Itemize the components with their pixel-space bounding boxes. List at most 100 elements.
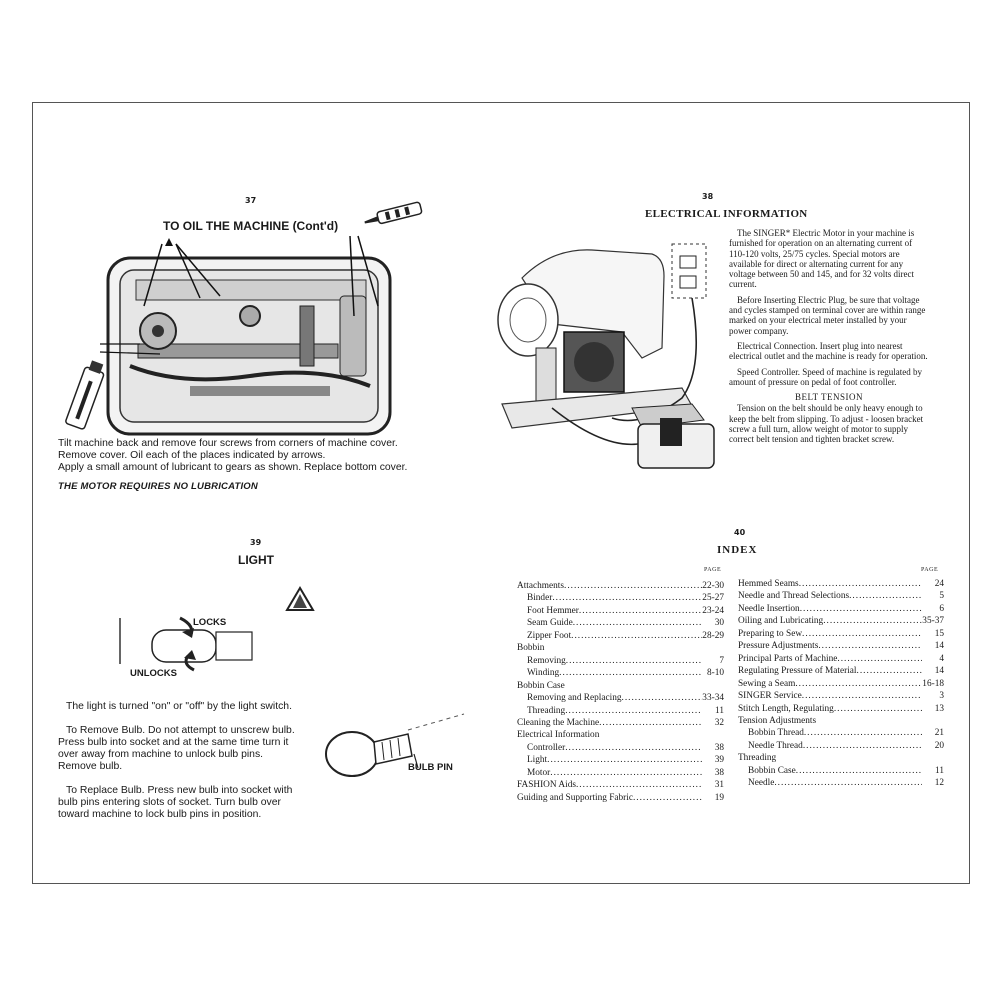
instructions-text: Tilt machine back and remove four screws…: [58, 438, 468, 474]
page-title: ELECTRICAL INFORMATION: [645, 208, 808, 220]
index-entry-text: Bobbin Case: [748, 765, 796, 776]
index-leader-dots: [818, 640, 922, 652]
index-entry-page: 31: [714, 780, 724, 791]
unlocks-label: UNLOCKS: [130, 668, 177, 679]
index-entry-text: Threading: [738, 753, 777, 764]
page-number: 38: [702, 192, 714, 201]
index-entry-text: Stitch Length, Regulating: [738, 703, 834, 714]
index-entry-text: Threading: [527, 705, 566, 716]
instruction-line: Apply a small amount of lubricant to gea…: [58, 462, 408, 473]
index-entry-text: Bobbin Thread: [748, 728, 804, 739]
bulb-socket-illustration: [119, 616, 253, 672]
index-entry: SINGER Service 3: [738, 690, 944, 702]
index-entry-page: 13: [934, 703, 944, 714]
page-number: 40: [734, 528, 746, 537]
index-entry-text: Zipper Foot: [527, 630, 572, 641]
index-entry-text: FASHION Aids: [517, 780, 576, 791]
index-entry-text: Controller: [527, 742, 566, 753]
index-leader-dots: [795, 678, 922, 690]
index-entry-text: Light: [527, 755, 548, 766]
index-entry-page: 4: [939, 653, 944, 664]
index-entry-text: Attachments: [517, 581, 564, 591]
index-entry-page: 12: [934, 778, 944, 789]
index-entry-text: Seam Guide: [527, 618, 573, 629]
index-leader-dots: [803, 740, 922, 752]
index-entry-page: 20: [934, 740, 944, 751]
controller-paragraph: Speed Controller. Speed of machine is re…: [729, 366, 922, 387]
index-entry-text: Oiling and Lubricating: [738, 616, 824, 627]
page-title: LIGHT: [238, 553, 274, 567]
electrical-text: The SINGER* Electric Motor in your machi…: [729, 228, 929, 445]
index-leader-dots: [566, 655, 702, 667]
index-entry-page: 6: [939, 603, 944, 614]
index-entry: Winding8-10: [527, 667, 724, 679]
index-entry: Electrical Information: [517, 729, 724, 741]
bulb-pin-label: BULB PIN: [408, 762, 453, 773]
index-entry: Cleaning the Machine32: [517, 717, 724, 729]
index-leader-dots: [571, 630, 702, 642]
instruction-line: Remove cover. Oil each of the places ind…: [58, 450, 326, 461]
index-leader-dots: [823, 615, 922, 627]
index-entry-page: 11: [935, 765, 944, 776]
index-entry: Needle 12: [748, 777, 944, 789]
index-entry-text: Needle Insertion: [738, 603, 800, 614]
index-entry-text: Electrical Information: [517, 730, 600, 741]
index-entry: Oiling and Lubricating 35-37: [738, 615, 944, 627]
index-entry-text: Foot Hemmer: [527, 605, 579, 616]
plug-paragraph: Before Inserting Electric Plug, be sure …: [729, 294, 926, 336]
index-entry: FASHION Aids 31: [517, 779, 724, 791]
index-leader-dots: [565, 705, 702, 717]
index-entry-text: Bobbin Case: [517, 680, 565, 691]
index-entry-text: Needle Thread: [748, 740, 803, 751]
index-entry-page: 38: [714, 742, 724, 753]
index-entry-page: 35-37: [922, 616, 944, 627]
index-leader-dots: [802, 690, 922, 702]
index-entry-page: 22-30: [702, 581, 724, 591]
motor-note: THE MOTOR REQUIRES NO LUBRICATION: [58, 481, 258, 492]
index-entry: Zipper Foot28-29: [527, 630, 724, 642]
index-leader-dots: [573, 617, 702, 629]
index-entry-page: 15: [934, 628, 944, 639]
index-leader-dots: [804, 727, 922, 739]
index-entry-text: Winding: [527, 668, 560, 679]
index-entry-page: 3: [939, 691, 944, 702]
index-entry-text: Guiding and Supporting Fabric: [517, 792, 633, 803]
locks-label: LOCKS: [193, 617, 227, 628]
index-entry: Needle and Thread Selections5: [738, 590, 944, 602]
index-entry: Removing7: [527, 655, 724, 667]
index-leader-dots: [796, 765, 922, 777]
page-title: TO OIL THE MACHINE (Cont'd): [163, 219, 339, 233]
index-entry-page: 21: [934, 728, 944, 739]
machine-underside-illustration: [99, 235, 392, 436]
index-entry-text: Needle: [748, 778, 775, 789]
index-entry-page: 16-18: [922, 678, 944, 689]
page-number: 37: [245, 196, 257, 205]
index-entry-page: 23-24: [702, 605, 724, 616]
replace-bulb-paragraph: To Replace Bulb. Press new bulb into soc…: [58, 785, 293, 820]
remove-bulb-paragraph: To Remove Bulb. Do not attempt to unscre…: [58, 725, 295, 772]
index-leader-dots: [576, 779, 702, 791]
index-leader-dots: [802, 628, 922, 640]
index-leader-dots: [837, 653, 922, 665]
index-entry: Hemmed Seams24: [738, 578, 944, 590]
motor-paragraph: The SINGER* Electric Motor in your machi…: [729, 228, 915, 290]
light-text: The light is turned "on" or "off" by the…: [58, 701, 300, 821]
index-entry: Threading: [738, 752, 944, 764]
index-entry: Threading11: [527, 705, 724, 717]
index-entry-text: Sewing a Seam: [738, 678, 796, 689]
index-entry-text: SINGER Service: [738, 691, 802, 702]
index-entry-page: 5: [939, 591, 944, 602]
index-entry-text: Pressure Adjustments: [738, 641, 819, 652]
index-entry: Bobbin Thread 21: [748, 727, 944, 739]
connection-paragraph: Electrical Connection. Insert plug into …: [729, 340, 928, 362]
index-entry-text: Bobbin: [517, 643, 545, 654]
index-leader-dots: [547, 754, 702, 766]
index-leader-dots: [774, 777, 922, 789]
index-entry-text: Regulating Pressure of Material: [738, 666, 857, 677]
lubricant-tube-icon: [65, 360, 105, 430]
index-leader-dots: [633, 792, 702, 804]
index-leader-dots: [552, 592, 702, 604]
index-entry: Bobbin Case: [517, 680, 724, 692]
index-entry: Seam Guide30: [527, 617, 724, 629]
index-leader-dots: [622, 692, 703, 704]
